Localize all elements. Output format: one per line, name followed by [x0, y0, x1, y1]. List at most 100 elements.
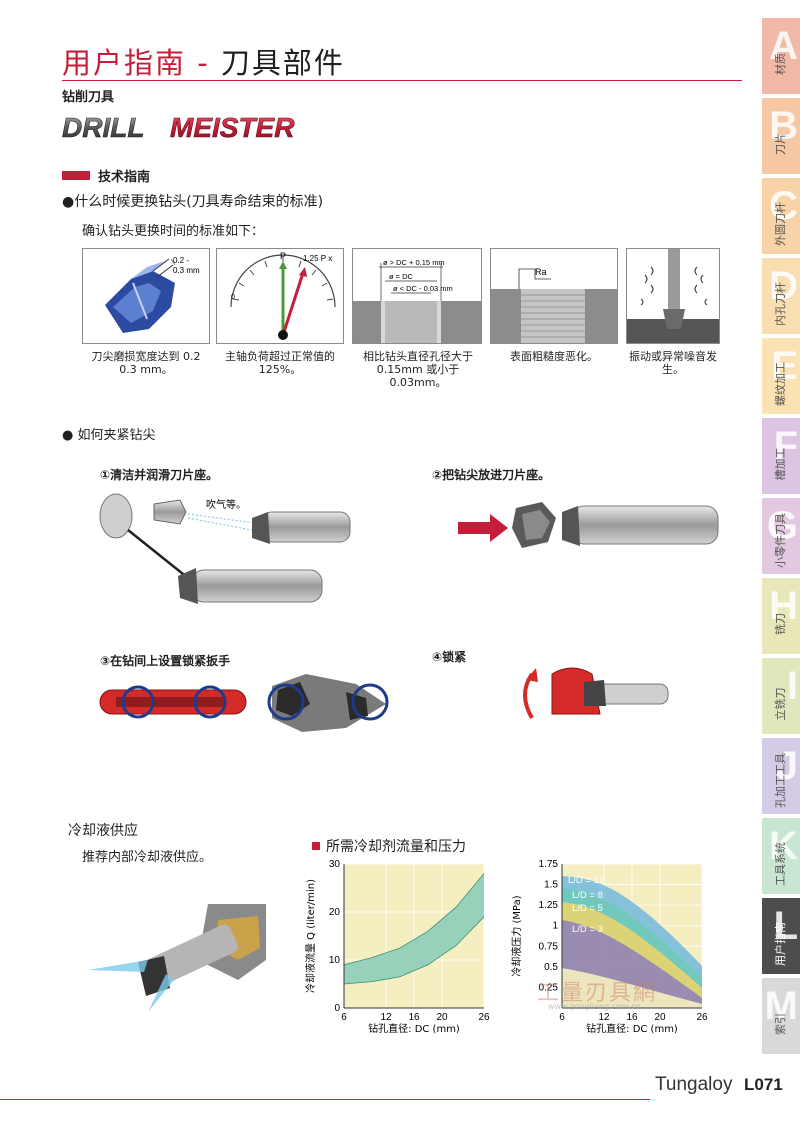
coolant-jet-icon	[148, 974, 174, 1012]
tab-letter: K	[769, 824, 798, 868]
footer-brand: Tungaloy	[655, 1074, 733, 1095]
air-gun-icon	[99, 493, 133, 539]
y-tick-label: 1.75	[539, 859, 559, 870]
gauge-label-zero: 0	[231, 294, 235, 301]
tab-label: 螺纹加工	[774, 362, 787, 406]
x-tick-label: 6	[559, 1012, 565, 1023]
coolant-drill-illustration	[88, 904, 266, 1012]
y-tick-label: 0.5	[544, 962, 558, 973]
x-tick-label: 12	[598, 1012, 610, 1023]
figure-wear-caption: 刀尖磨损宽度达到 0.2 0.3 mm。	[91, 350, 201, 376]
y-tick-label: 0.25	[539, 982, 559, 993]
y-tick-label: 10	[329, 955, 341, 966]
roughness-label: Ra	[535, 267, 547, 277]
header-rule	[62, 80, 742, 81]
y-tick-label: 1	[552, 921, 558, 932]
highlight-circle-icon	[351, 683, 389, 721]
figure-vibration	[626, 248, 720, 344]
x-tick-label: 20	[436, 1012, 448, 1023]
coolant-subtitle: 推荐内部冷却液供应。	[82, 850, 213, 865]
clamp-step-4: ④锁紧	[432, 650, 467, 664]
y-tick-label: 0	[334, 1003, 340, 1014]
flow-band-upper	[343, 873, 485, 966]
drillmeister-logo: DRILL MEISTER	[62, 112, 296, 142]
legend-ld12: L/D = 12	[568, 875, 604, 886]
highlight-circle-icon	[193, 685, 227, 719]
pressure-x-label: 钻孔直径: DC (mm)	[586, 1022, 678, 1035]
diameter-label-3: ø < DC - 0.03 mm	[393, 284, 453, 293]
figure-wear: 0.2 - 0.3 mm	[82, 248, 210, 344]
figure-load-gauge: P 1.25 P x 0	[216, 248, 344, 344]
tab-letter: A	[769, 24, 798, 68]
tab-letter: L	[773, 904, 798, 948]
legend-ld5: L/D = 5	[572, 903, 603, 914]
x-tick-label: 6	[341, 1012, 347, 1023]
highlight-circle-icon	[267, 683, 305, 721]
red-bar-icon	[62, 171, 90, 180]
gauge-label-max: 1.25 P x	[303, 254, 332, 263]
diameter-label-1: ø > DC + 0.15 mm	[383, 258, 445, 267]
replace-intro: 确认钻头更换时间的标准如下：	[82, 224, 265, 239]
page-title-sub: 刀具部件	[220, 46, 345, 80]
y-tick-label: 1.25	[539, 900, 559, 911]
tab-label: 工具系统	[774, 842, 787, 886]
tab-letter: D	[769, 264, 798, 308]
logo-part2: MEISTER	[170, 112, 295, 142]
clean-illustration: 吹气等。	[99, 493, 351, 604]
tab-label: 外圆刀杆	[774, 202, 787, 246]
clamp-question: ● 如何夹紧钻尖	[62, 428, 156, 443]
wrench-illustration	[99, 674, 389, 732]
x-tick-label: 12	[380, 1012, 392, 1023]
wear-label-1: 0.2 -	[173, 256, 189, 265]
lock-illustration	[523, 667, 669, 720]
logo-part1: DRILL	[62, 112, 144, 142]
flow-x-label: 钻孔直径: DC (mm)	[368, 1022, 460, 1035]
tab-label: 立铣刀	[774, 687, 787, 721]
section-subtitle: 钻削刀具	[62, 90, 115, 105]
tab-letter: I	[786, 664, 798, 708]
coolant-title: 冷却液供应	[68, 823, 138, 839]
tab-label: 内孔刀杆	[774, 282, 787, 326]
footer-rule	[0, 1099, 650, 1100]
tab-letter: M	[764, 984, 798, 1028]
tab-label: 槽加工	[774, 447, 787, 481]
clamp-step-2: ②把钻尖放进刀片座。	[432, 468, 551, 482]
tab-label: 孔加工工具	[774, 753, 787, 808]
y-tick-label: 1.5	[544, 880, 558, 891]
x-tick-label: 26	[478, 1012, 490, 1023]
flow-band-lower	[343, 916, 485, 985]
figure-load-caption: 主轴负荷超过正常值的 125%。	[225, 350, 335, 376]
x-tick-label: 16	[408, 1012, 420, 1023]
figure-roughness: Ra	[490, 248, 618, 344]
clamp-step-1: ①清洁并润滑刀片座。	[100, 468, 219, 482]
figure-diameter-caption: 相比钻头直径孔径大于 0.15mm 或小于 0.03mm。	[363, 350, 473, 389]
y-tick-label: 30	[329, 859, 341, 870]
watermark: 工量刃具網	[537, 981, 658, 1006]
tab-letter: C	[769, 184, 798, 228]
highlight-circle-icon	[121, 685, 155, 719]
insert-illustration	[458, 502, 719, 548]
y-tick-label: 0.75	[539, 941, 559, 952]
tab-letter: J	[775, 744, 798, 788]
tab-label: 刀片	[774, 133, 787, 155]
watermark-url: www.gongliang.com.cn	[548, 1002, 641, 1011]
red-square-icon	[312, 842, 320, 850]
tab-label: 铣刀	[774, 613, 787, 635]
section-heading: 技术指南	[62, 166, 150, 185]
diameter-label-2: ø = DC	[389, 272, 414, 281]
figure-vibration-caption: 振动或异常噪音发 生。	[629, 350, 717, 376]
